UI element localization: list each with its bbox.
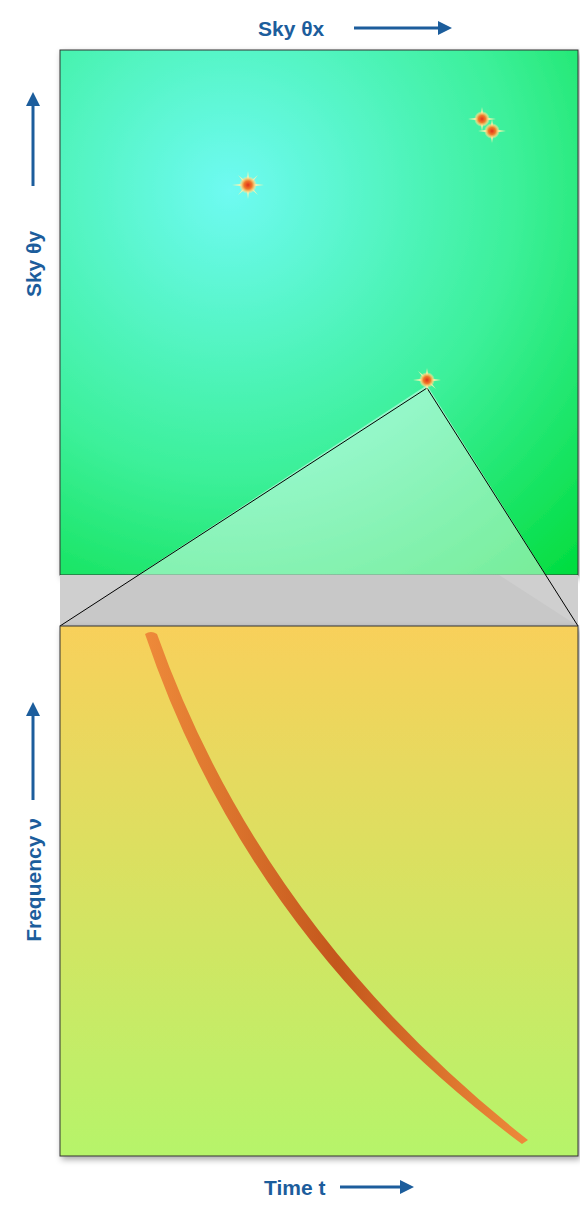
- dispersed-pulse: [145, 632, 528, 1144]
- zoom-wedge: [60, 385, 578, 626]
- axis-label: Sky θy: [23, 231, 44, 297]
- zoom-band-fill: [60, 575, 578, 626]
- stars: [232, 107, 506, 392]
- zoom-band: [60, 575, 578, 626]
- axis-label: Sky θx: [258, 18, 324, 39]
- axis-label: Frequency ν: [23, 818, 44, 942]
- axis-label: Time t: [264, 1177, 325, 1198]
- zoom-lines: [60, 388, 578, 626]
- spectrum-panel: [60, 626, 578, 1156]
